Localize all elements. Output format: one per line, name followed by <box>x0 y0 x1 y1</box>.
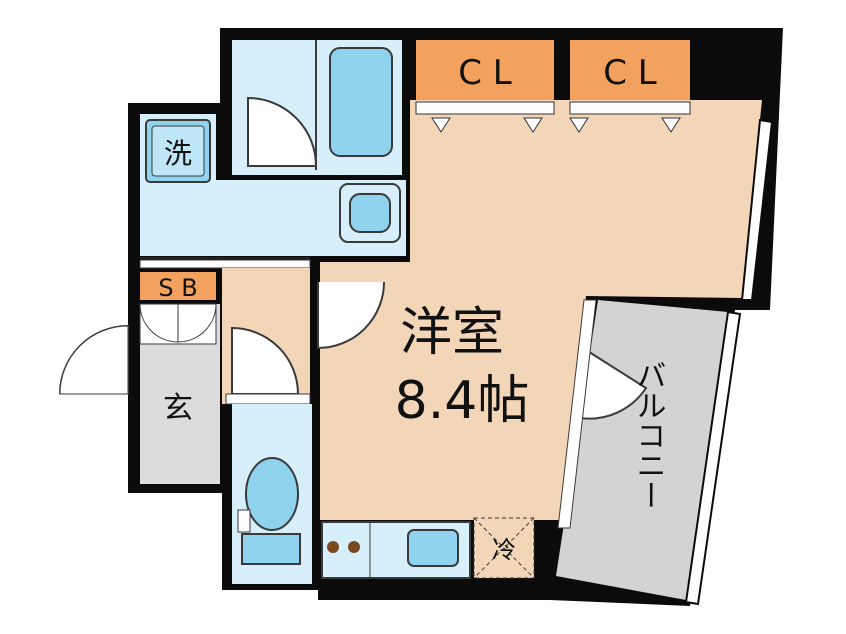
closet-2 <box>570 40 690 100</box>
door-swing-icon <box>247 96 318 167</box>
room-door-swing-icon <box>317 281 385 350</box>
bathtub-icon <box>329 47 393 157</box>
stove-icon <box>327 541 339 553</box>
balcony-rail <box>684 310 742 606</box>
western-room <box>320 100 762 520</box>
closet-1 <box>416 40 554 100</box>
stove-burner-2 <box>348 541 360 553</box>
balcony-door-swing-icon <box>578 348 648 420</box>
laundry-label: 洗 <box>164 137 192 170</box>
basin-bowl <box>349 193 391 233</box>
closet-2-rail <box>569 101 691 115</box>
shoe-box-label: S B <box>158 274 197 302</box>
balcony-sash <box>557 299 597 529</box>
closet-door-markers <box>431 117 681 133</box>
toilet-paper <box>237 509 251 533</box>
hall-door-swing-icon <box>231 326 300 395</box>
western-room-label: 洋室 <box>400 303 504 363</box>
entrance-label: 玄 <box>163 391 193 426</box>
toilet-icon <box>245 457 299 531</box>
closet-1-rail <box>415 101 555 115</box>
hall-threshold <box>225 393 311 405</box>
sink-icon <box>407 529 459 567</box>
front-door-fill <box>59 325 129 395</box>
closet-2-label: C L <box>603 53 657 93</box>
cabinet-door-right <box>177 303 217 343</box>
fridge-cross-2 <box>473 517 535 579</box>
washroom-door-rail <box>139 259 311 269</box>
toilet-tank <box>241 533 301 565</box>
western-room-size: 8.4帖 <box>395 371 530 431</box>
fridge-label: 冷 <box>492 536 516 564</box>
shoe-box <box>140 272 216 300</box>
closet-1-label: C L <box>458 53 512 93</box>
window <box>740 118 774 301</box>
laundry-inner <box>151 125 205 177</box>
balcony-label: バルコニー <box>631 360 666 510</box>
